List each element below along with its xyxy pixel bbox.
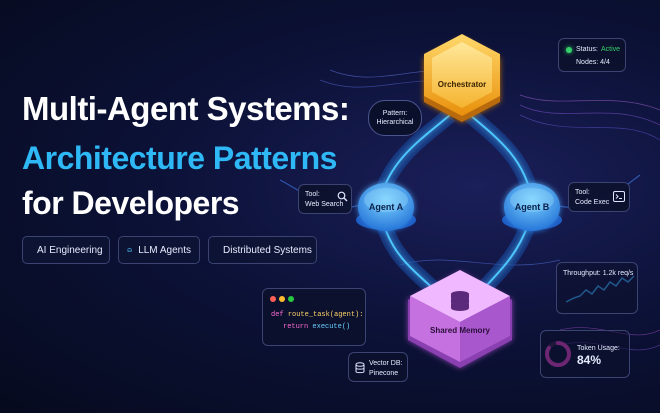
headline-line-3: for Developers xyxy=(22,185,240,221)
light-streaks xyxy=(319,69,660,351)
vector-db-value: Pinecone xyxy=(369,370,399,377)
tool-a-label: Tool: xyxy=(305,191,320,198)
window-dot-yellow xyxy=(279,296,285,302)
tag-label: AI Engineering xyxy=(37,244,103,256)
tag-label: LLM Agents xyxy=(138,244,191,256)
tool-a-value: Web Search xyxy=(305,201,344,208)
tag-label: Distributed Systems xyxy=(223,244,312,256)
orchestrator-node xyxy=(424,34,500,122)
window-dot-red xyxy=(270,296,276,302)
window-dot-green xyxy=(288,296,294,302)
pattern-badge: Pattern: Hierarchical xyxy=(368,100,422,136)
code-keyword: return xyxy=(283,323,309,331)
orchestrator-label: Orchestrator xyxy=(437,80,487,89)
token-usage-label: Token Usage: xyxy=(577,345,620,352)
agent-b-label: Agent B xyxy=(514,202,550,212)
code-line-1: def route_task(agent): xyxy=(271,311,363,319)
code-function: route_task(agent): xyxy=(287,311,364,319)
pattern-label: Pattern: xyxy=(382,110,408,117)
database-icon xyxy=(355,362,365,374)
robot-icon xyxy=(127,247,132,252)
status-label: Status: xyxy=(576,46,598,53)
tag-distributed-systems: Distributed Systems xyxy=(208,236,317,264)
tool-b-label: Tool: xyxy=(575,189,590,196)
vector-db-label: Vector DB: xyxy=(369,360,403,367)
token-usage-value: 84% xyxy=(577,353,602,367)
headline-line-2: Architecture Patterns xyxy=(22,140,337,176)
token-usage-card: Token Usage: 84% xyxy=(540,330,630,378)
status-value: Active xyxy=(601,46,621,53)
tool-code-exec-card: Tool: Code Exec xyxy=(568,182,630,212)
code-keyword: def xyxy=(271,311,284,319)
tag-llm-agents: LLM Agents xyxy=(118,236,200,264)
terminal-icon xyxy=(613,191,625,202)
headline-line-1: Multi-Agent Systems: xyxy=(22,90,350,127)
status-card: Status: Active Nodes: 4/4 xyxy=(558,38,626,72)
throughput-label: Throughput: 1.2k req/s xyxy=(563,270,634,277)
agent-a-label: Agent A xyxy=(368,202,404,212)
tool-b-value: Code Exec xyxy=(575,199,610,206)
tag-ai-engineering: AI Engineering xyxy=(22,236,110,264)
code-line-2: return execute() xyxy=(283,323,350,331)
throughput-card: Throughput: 1.2k req/s xyxy=(556,262,638,314)
pattern-value: Hierarchical xyxy=(376,119,414,126)
nodes-count: Nodes: 4/4 xyxy=(576,59,610,66)
tool-web-search-card: Tool: Web Search xyxy=(298,184,352,214)
vector-db-card: Vector DB: Pinecone xyxy=(348,352,408,382)
status-dot xyxy=(566,47,572,53)
search-icon xyxy=(337,191,348,202)
shared-memory-label: Shared Memory xyxy=(429,326,491,335)
agent-b-node xyxy=(502,183,562,231)
database-stack-icon xyxy=(451,291,469,311)
code-function: execute() xyxy=(312,323,351,331)
code-snippet-card: def route_task(agent): return execute() xyxy=(262,288,366,346)
shared-memory-node xyxy=(408,270,512,368)
agent-a-node xyxy=(356,183,416,231)
